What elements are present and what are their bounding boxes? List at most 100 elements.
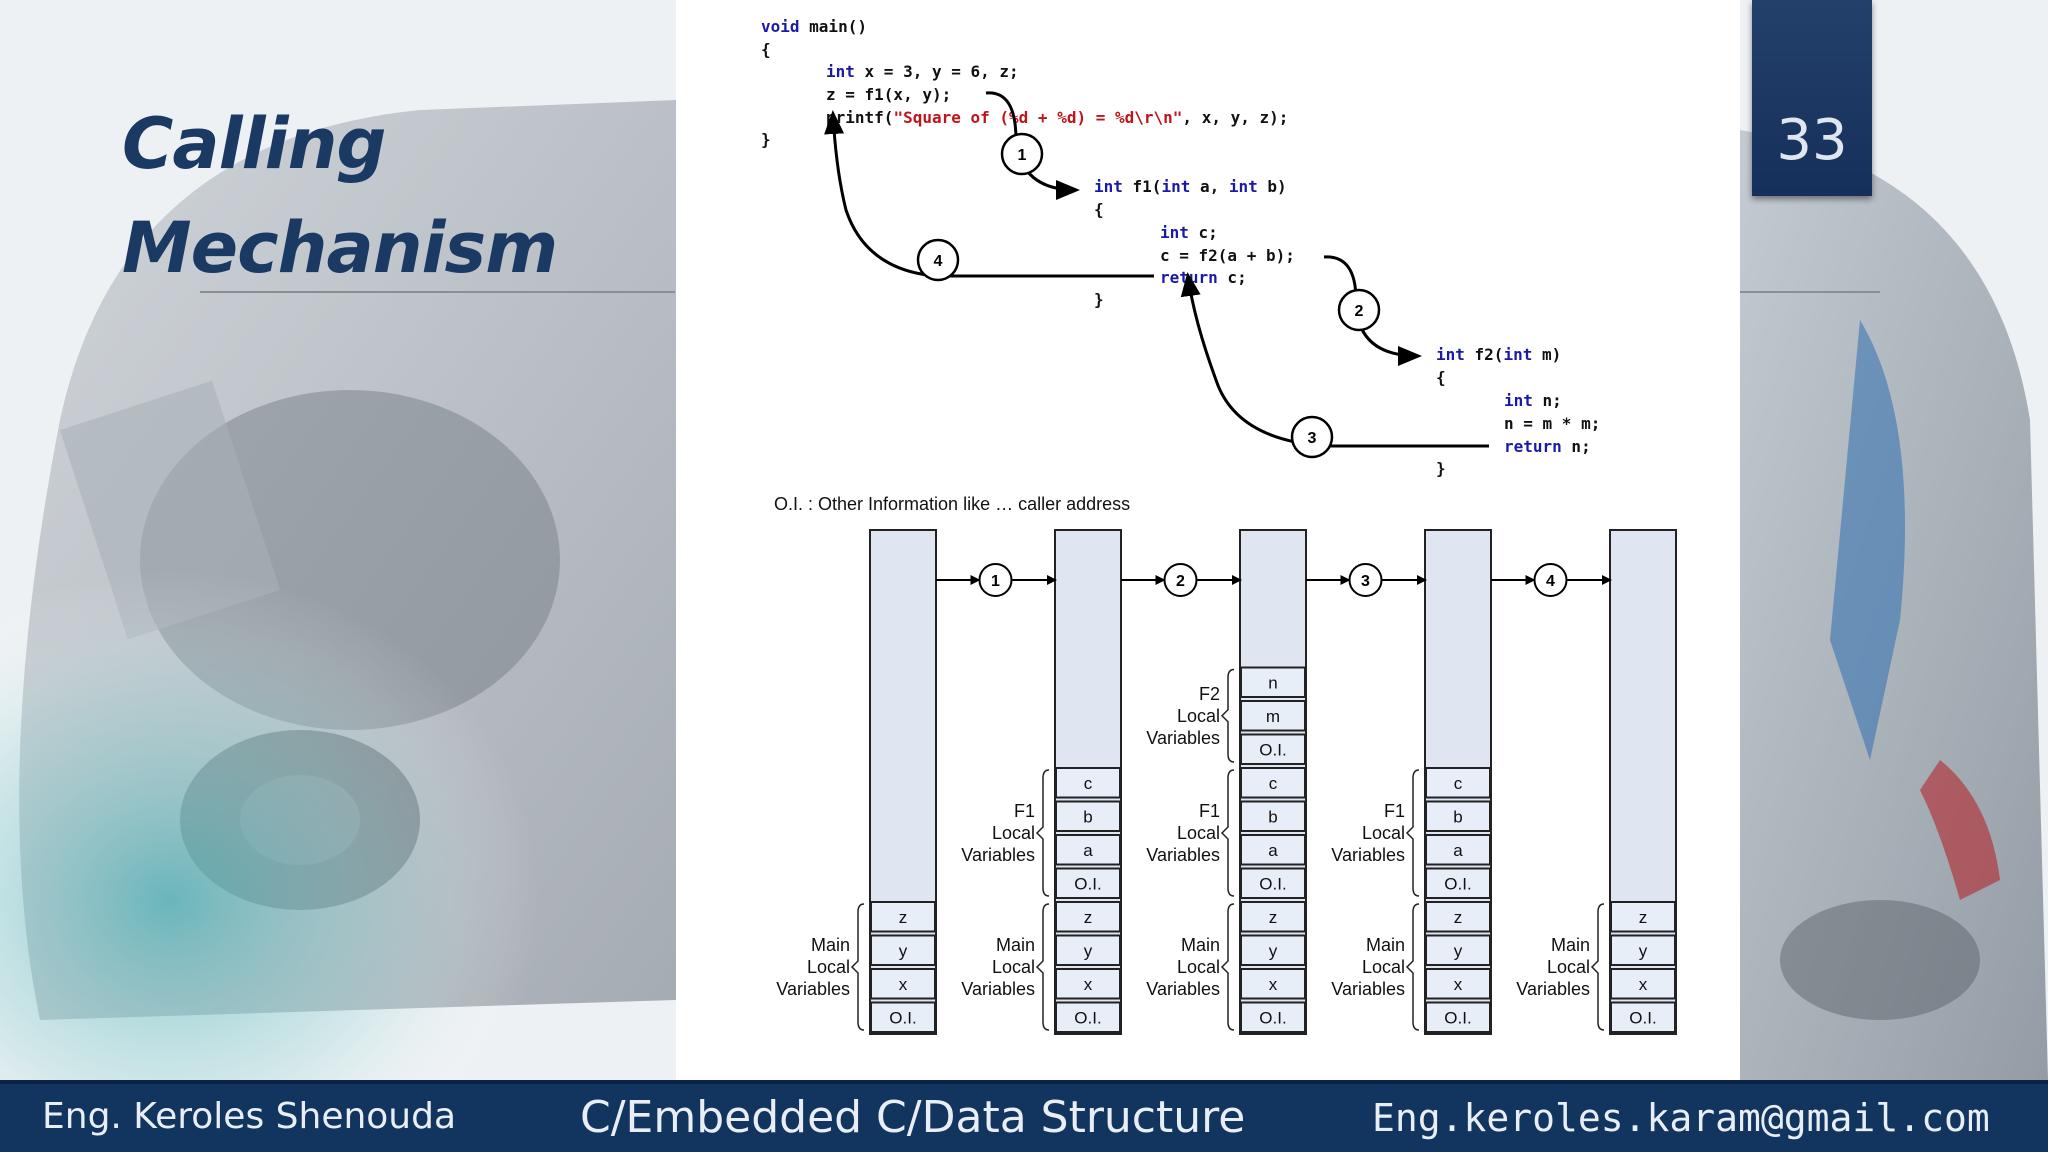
f1-close-brace: } (1094, 290, 1104, 309)
stack-cell-label: x (899, 975, 908, 994)
stack-cell (1610, 901, 1676, 933)
stack-group-label-main: Variables (1516, 979, 1590, 999)
stack-group-brace (1220, 903, 1235, 1031)
stack-cell-label: O.I. (1259, 874, 1286, 893)
stack-cell (1240, 934, 1306, 966)
stack-step-label: 2 (1176, 573, 1185, 590)
stack-group-label-main: Main (1181, 935, 1220, 955)
stack-cell-label: z (899, 908, 908, 927)
stack-group-label-f1: Variables (1331, 845, 1405, 865)
f1-declaration: int c; (1160, 223, 1218, 242)
stack-cell-label: O.I. (889, 1008, 916, 1027)
main-call-f1: z = f1(x, y); (826, 85, 951, 104)
footer-bar: Eng. Keroles Shenouda C/Embedded C/Data … (0, 1080, 2048, 1152)
stack-step-label: 3 (1361, 573, 1370, 590)
flow-step-1: 1 (1000, 132, 1044, 176)
stack-cell (1425, 934, 1491, 966)
slide-title: Calling Mechanism (122, 92, 558, 300)
stack-cell (1240, 968, 1306, 1000)
stack-cell-label: x (1454, 975, 1463, 994)
footer-email: Eng.keroles.karam@gmail.com (1372, 1096, 1990, 1140)
title-line-2: Mechanism (122, 207, 558, 289)
stack-group-label-f1: Variables (1146, 845, 1220, 865)
stack-cell (1055, 867, 1121, 899)
title-underline-right (1740, 291, 1880, 293)
flow-step-2: 2 (1337, 288, 1381, 332)
f1-signature: int f1(int a, int b) (1094, 177, 1287, 196)
stack-step-circle (1533, 563, 1568, 597)
flow-arrow-4 (824, 110, 1154, 278)
stack-cell-label: O.I. (1259, 1008, 1286, 1027)
stack-cell (1425, 867, 1491, 899)
stack-cell-label: c (1269, 774, 1278, 793)
stack-cell-label: O.I. (1074, 874, 1101, 893)
stack-cell (1240, 767, 1306, 799)
stack-group-label-main: Variables (961, 979, 1035, 999)
stack-cell-label: n (1268, 673, 1277, 692)
stack-cell (1425, 834, 1491, 866)
stack-group-brace (1405, 903, 1420, 1031)
stack-group-label-f1: Local (992, 823, 1035, 843)
stack-cell-label: O.I. (1444, 1008, 1471, 1027)
stack-frames-diagram: O.I.xyzMainLocalVariablesO.I.xyzMainLoca… (776, 529, 1677, 1035)
f2-return: return n; (1504, 437, 1591, 456)
svg-text:2: 2 (1355, 303, 1364, 320)
stack-cell-label: O.I. (1259, 740, 1286, 759)
stack-step-label: 4 (1546, 573, 1555, 590)
stack-cell (1425, 767, 1491, 799)
stack-cell (1425, 968, 1491, 1000)
stack-cell-label: c (1454, 774, 1463, 793)
stack-group-label-main: Main (1551, 935, 1590, 955)
stack-cell-label: y (1639, 941, 1648, 960)
diagram-panel: void main() { int x = 3, y = 6, z; z = f… (676, 0, 1740, 1080)
stack-cell (1240, 800, 1306, 832)
stack-group-brace (850, 903, 865, 1031)
page-number: 33 (1776, 108, 1848, 173)
stack-group-brace (1035, 903, 1050, 1031)
flow-step-circles: 1 2 3 4 (916, 132, 1381, 459)
stack-cell (870, 968, 936, 1000)
stack-cell (1610, 1001, 1676, 1033)
f2-close-brace: } (1436, 459, 1446, 478)
stack-group-brace (1035, 769, 1050, 897)
stack-cell (1240, 733, 1306, 765)
stack-cell-label: x (1084, 975, 1093, 994)
stack-cell (1240, 834, 1306, 866)
stack-cell-label: z (1639, 908, 1648, 927)
stack-cell-label: a (1453, 841, 1463, 860)
svg-text:4: 4 (934, 253, 943, 270)
stack-group-brace (1220, 769, 1235, 897)
stack-cell-label: y (1454, 941, 1463, 960)
stack-cell (1610, 934, 1676, 966)
stack-cell (870, 901, 936, 933)
stack-group-label-main: Local (807, 957, 850, 977)
stack-group-label-main: Main (996, 935, 1035, 955)
stack-group-label-f2: F2 (1199, 684, 1220, 704)
stack-group-label-main: Local (1177, 957, 1220, 977)
main-printf: printf("Square of (%d + %d) = %d\r\n", x… (826, 108, 1288, 127)
stack-cell-label: b (1268, 807, 1277, 826)
f2-calculation: n = m * m; (1504, 414, 1600, 433)
stack-cell-label: a (1083, 841, 1093, 860)
svg-text:3: 3 (1308, 430, 1317, 447)
f2-function-code: int f2(int m) { int n; n = m * m; return… (1436, 345, 1600, 478)
stack-cell (1055, 767, 1121, 799)
stack-group-brace (1590, 903, 1605, 1031)
stack-cell (1055, 901, 1121, 933)
stack-group-label-f1: F1 (1384, 801, 1405, 821)
stack-cell (1240, 901, 1306, 933)
main-signature: void main() (761, 17, 867, 36)
stack-legend: O.I. : Other Information like … caller a… (774, 494, 1130, 514)
stack-group-label-f1: F1 (1014, 801, 1035, 821)
stack-group-label-main: Variables (1146, 979, 1220, 999)
stack-group-label-f1: Local (1362, 823, 1405, 843)
stack-group-label-main: Main (811, 935, 850, 955)
stack-cell-label: x (1639, 975, 1648, 994)
stack-group-brace (1405, 769, 1420, 897)
stack-step-circle (1348, 563, 1383, 597)
f1-function-code: int f1(int a, int b) { int c; c = f2(a +… (1094, 177, 1295, 309)
main-declaration: int x = 3, y = 6, z; (826, 62, 1019, 81)
f1-call-f2: c = f2(a + b); (1160, 246, 1295, 265)
stack-cell (1610, 968, 1676, 1000)
main-function-code: void main() { int x = 3, y = 6, z; z = f… (761, 17, 1288, 149)
